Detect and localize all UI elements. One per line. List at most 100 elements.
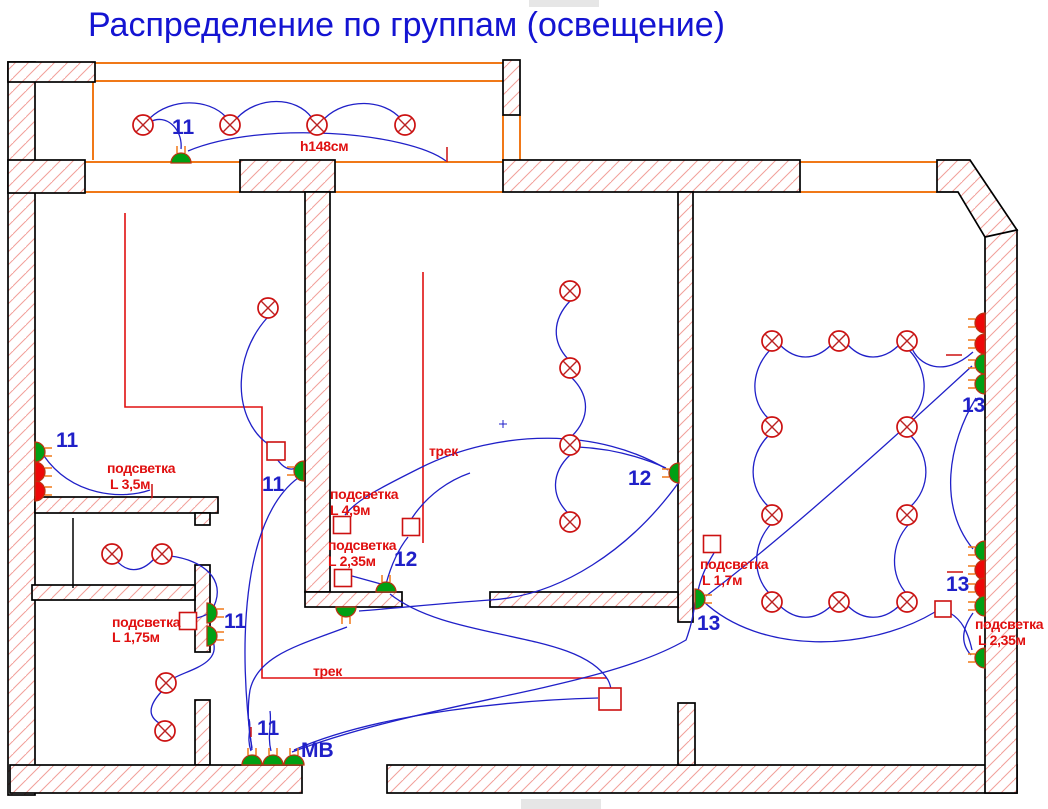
wire bbox=[950, 397, 977, 550]
wire bbox=[240, 317, 269, 445]
switch-icon bbox=[974, 559, 986, 581]
annotation-label: подсветка bbox=[328, 537, 397, 553]
wire bbox=[555, 300, 571, 360]
wire bbox=[149, 118, 182, 150]
junction-box-icon bbox=[401, 517, 421, 537]
switch-icon bbox=[206, 602, 218, 624]
switch-icon bbox=[974, 577, 986, 599]
switch-icon bbox=[974, 373, 986, 395]
light-cross bbox=[899, 419, 915, 435]
wire bbox=[150, 690, 163, 724]
wall bbox=[304, 591, 403, 608]
wire bbox=[847, 605, 900, 618]
light-cross bbox=[154, 546, 170, 562]
track-line bbox=[124, 213, 607, 679]
wall bbox=[34, 496, 219, 514]
wire bbox=[115, 558, 155, 571]
wire bbox=[577, 446, 667, 469]
light-cross bbox=[104, 546, 120, 562]
light-cross bbox=[899, 507, 915, 523]
light-cross bbox=[397, 117, 413, 133]
light-cross bbox=[899, 333, 915, 349]
annotation-label: L 2,35м bbox=[978, 632, 1026, 648]
light-cross bbox=[562, 360, 578, 376]
switch-icon bbox=[34, 441, 46, 463]
wire bbox=[910, 345, 974, 368]
light-cross bbox=[899, 594, 915, 610]
light-cross bbox=[562, 514, 578, 530]
wire bbox=[908, 349, 925, 420]
annotation-label: подсветка bbox=[700, 556, 769, 572]
group-number-label: 11 bbox=[262, 473, 285, 496]
group-number-label: 13 bbox=[946, 573, 969, 596]
wire bbox=[571, 377, 586, 437]
group-number-label: 11 bbox=[172, 116, 195, 139]
light-cross bbox=[309, 117, 325, 133]
light-cross bbox=[831, 333, 847, 349]
wire bbox=[236, 100, 313, 119]
switch-icon bbox=[293, 460, 305, 482]
group-number-label: 11 bbox=[257, 717, 280, 740]
wire bbox=[324, 102, 402, 120]
wall bbox=[31, 584, 196, 601]
switch-icon bbox=[694, 588, 706, 610]
wire bbox=[344, 437, 669, 516]
light-cross bbox=[764, 594, 780, 610]
annotation-label: подсветка bbox=[112, 614, 181, 630]
wire bbox=[697, 552, 715, 592]
wire bbox=[779, 605, 832, 618]
switch-icon bbox=[34, 461, 46, 483]
wire bbox=[752, 435, 770, 508]
wire bbox=[705, 365, 973, 597]
switch-icon bbox=[206, 625, 218, 647]
annotation-label: L 1,75м bbox=[112, 629, 160, 645]
switch-icon bbox=[335, 606, 357, 618]
wire bbox=[779, 344, 832, 358]
switch-icon bbox=[241, 754, 263, 766]
wall bbox=[7, 159, 86, 194]
wire bbox=[909, 435, 927, 508]
annotation-label: h148см bbox=[300, 138, 348, 154]
wire bbox=[949, 612, 973, 651]
wall bbox=[9, 764, 303, 794]
annotation-label: трек bbox=[313, 663, 343, 679]
junction-box-icon bbox=[702, 534, 722, 554]
junction-box-icon bbox=[598, 687, 622, 711]
annotation-label: L 1,7м bbox=[702, 572, 742, 588]
wire bbox=[554, 454, 571, 514]
light-cross bbox=[562, 283, 578, 299]
wall bbox=[677, 191, 694, 623]
wire bbox=[247, 626, 348, 749]
switch-icon bbox=[974, 595, 986, 617]
annotation-label: подсветка bbox=[330, 486, 399, 502]
wire bbox=[893, 523, 910, 595]
switch-icon bbox=[974, 647, 986, 669]
switch-icon bbox=[262, 754, 284, 766]
wall bbox=[489, 591, 679, 608]
light-cross bbox=[222, 117, 238, 133]
wire bbox=[358, 481, 680, 612]
light-cross bbox=[764, 507, 780, 523]
wire bbox=[293, 697, 599, 751]
group-number-label: 11 bbox=[224, 610, 247, 633]
wall bbox=[502, 59, 521, 116]
wire bbox=[754, 349, 771, 420]
diagram-title: Распределение по группам (освещение) bbox=[88, 6, 726, 44]
switch-icon bbox=[974, 312, 986, 334]
junction-box-icon bbox=[178, 611, 198, 631]
wire bbox=[169, 555, 218, 607]
wire bbox=[411, 472, 471, 519]
wire bbox=[702, 600, 936, 643]
light-cross bbox=[831, 594, 847, 610]
wire bbox=[268, 710, 272, 752]
light-cross bbox=[158, 675, 174, 691]
annotation-label: подсветка bbox=[975, 616, 1044, 632]
wire bbox=[173, 640, 215, 679]
junction-box-icon bbox=[332, 515, 352, 535]
screen-artifact bbox=[529, 0, 599, 7]
wall bbox=[936, 159, 1019, 238]
light-cross bbox=[764, 419, 780, 435]
light-cross bbox=[764, 333, 780, 349]
wall bbox=[984, 229, 1018, 794]
